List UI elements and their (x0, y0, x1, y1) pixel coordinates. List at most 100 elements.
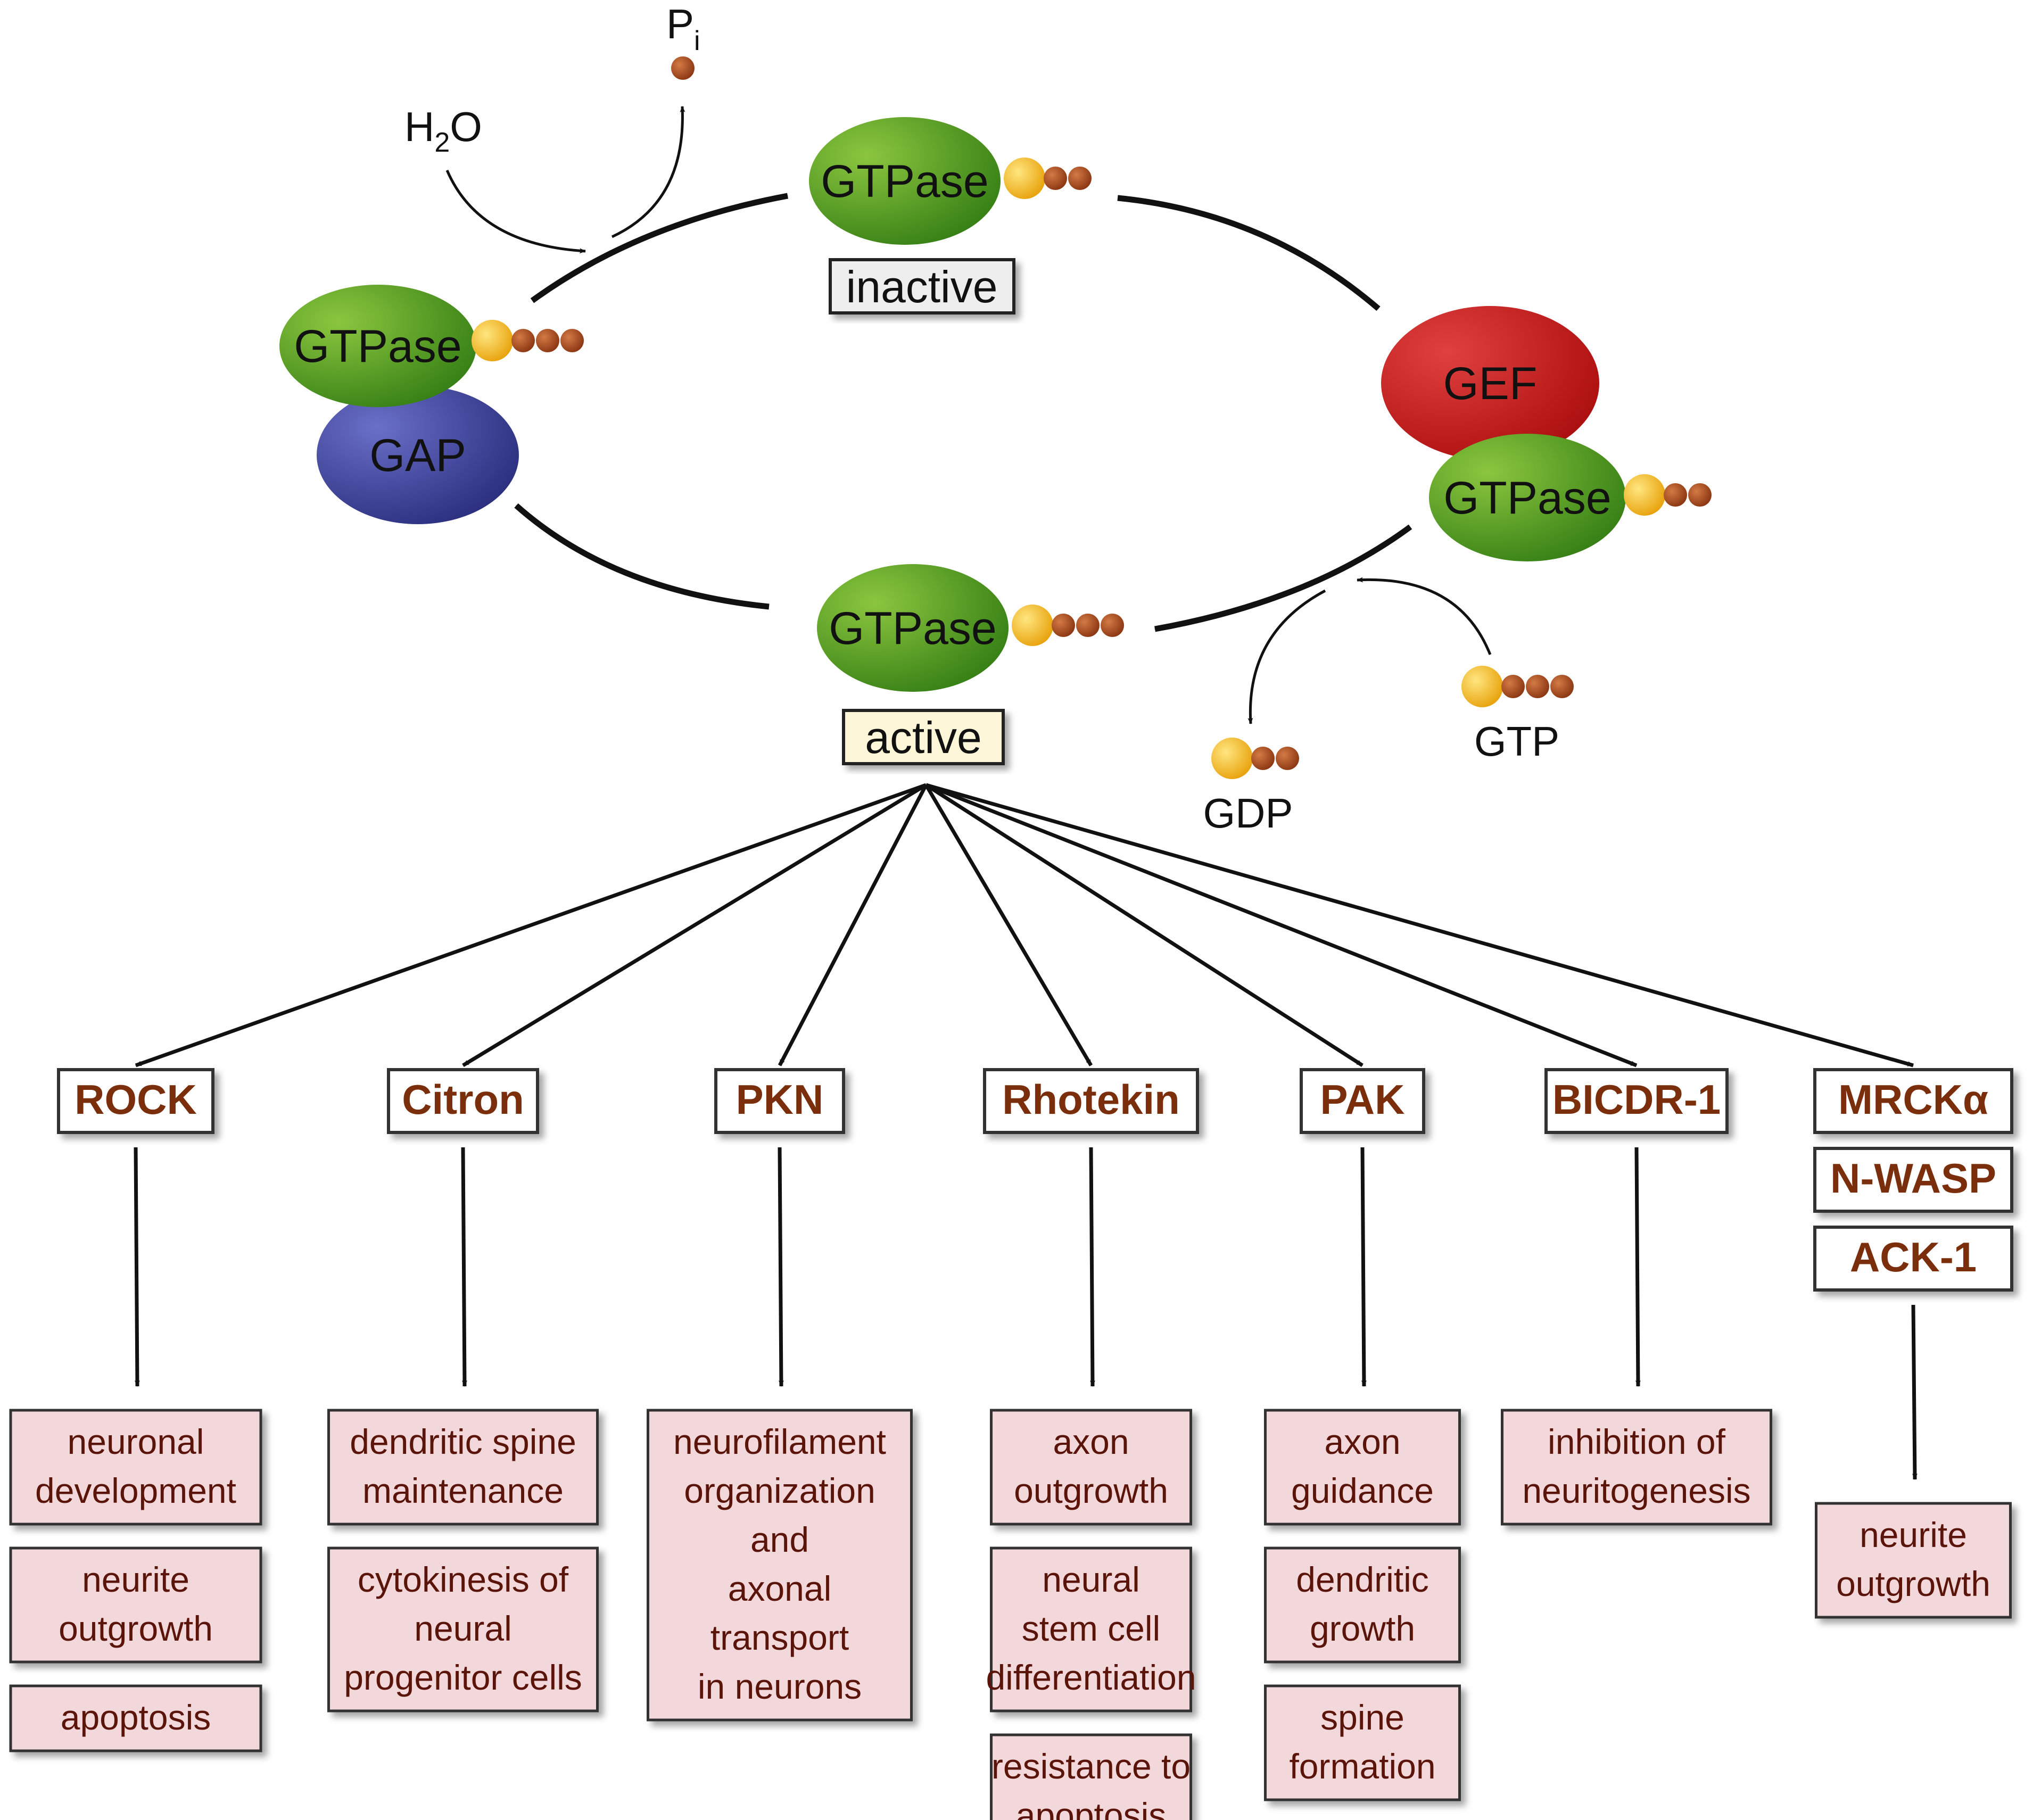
effector-label: ROCK (75, 1076, 197, 1123)
effector-column-5: BICDR-1 inhibition of neuritogenesis (925, 783, 1772, 1526)
outcome-frame (1815, 1502, 2012, 1619)
effector-box-2-0: PKN (714, 1068, 845, 1134)
gap-bound-gtpase-label: GTPase (294, 321, 461, 372)
phosphate-bead (511, 329, 535, 352)
arrow-active-to-gap (514, 503, 770, 610)
arrow-to-outcomes-5 (1634, 1147, 1641, 1387)
outcome-text: apoptosis (1016, 1796, 1167, 1820)
outcome-text: axon (1324, 1422, 1400, 1461)
phosphate-bead (1526, 675, 1549, 698)
gef-protein-label: GEF (1443, 358, 1538, 409)
phosphate-head (1461, 666, 1503, 707)
arrow-gtp-in (1357, 577, 1492, 655)
gap-protein-label: GAP (369, 430, 466, 481)
phosphate-bead (1044, 167, 1067, 190)
gdp-label: GDP (1203, 790, 1293, 837)
arrow-to-outcomes-6 (1911, 1304, 1918, 1480)
outcome-frame (990, 1733, 1192, 1820)
effector-frame (1813, 1226, 2013, 1292)
effector-column-4: PAKaxonguidancedendriticgrowthspineforma… (925, 783, 1461, 1801)
outcome-text: in neurons (698, 1667, 862, 1706)
effector-box-5-0: BICDR-1 (1544, 1068, 1729, 1134)
outcome-text: and (750, 1520, 809, 1559)
active-gtpase-shape (817, 564, 1009, 692)
outcome-frame (9, 1546, 262, 1664)
gap-bound-gtpase: GTPase (279, 285, 476, 407)
effector-box-3-0: Rhotekin (983, 1068, 1199, 1134)
active-box-frame (842, 709, 1005, 765)
effector-frame (1813, 1147, 2013, 1213)
outcome-frame (1264, 1546, 1461, 1664)
outcome-text: progenitor cells (344, 1658, 582, 1697)
gtpase-cycle: GTPaseinactiveGAPGTPaseGEFGTPaseGTPaseac… (279, 1, 1712, 837)
arrow-to-outcomes-4 (1360, 1147, 1367, 1387)
inactive-state-box: inactive (829, 258, 1015, 315)
outcome-text: outgrowth (1014, 1471, 1168, 1510)
outcome-text: apoptosis (61, 1698, 211, 1737)
phosphate-head (1211, 738, 1253, 779)
outcome-frame (1264, 1409, 1461, 1526)
phosphate-bead (1688, 483, 1712, 507)
phosphate-head (1012, 605, 1053, 646)
outcome-text: neural (1042, 1560, 1139, 1599)
phosphate-head (1004, 158, 1045, 199)
phosphate-bead (536, 329, 559, 352)
outcome-text: neurite (82, 1560, 189, 1599)
outcome-text: outgrowth (59, 1609, 213, 1648)
effector-frame (57, 1068, 214, 1134)
active-label: active (865, 713, 981, 763)
gap-bound-gtpase-shape (279, 285, 476, 407)
outcome-text: dendritic (1296, 1560, 1428, 1599)
phosphate-bead (1076, 614, 1100, 637)
outcome-frame (327, 1546, 599, 1713)
effector-tree: ROCKneuronaldevelopmentneuriteoutgrowtha… (9, 783, 2013, 1820)
outcome-frame (990, 1409, 1192, 1526)
gtp-label: GTP (1474, 718, 1559, 765)
pi-label: Pi (666, 1, 700, 56)
outcome-text: stem cell (1022, 1609, 1160, 1648)
outcome-frame (990, 1546, 1192, 1713)
effector-frame (714, 1068, 845, 1134)
gdp-phosphates-inactive (1004, 158, 1092, 199)
gef-bound-gtpase-label: GTPase (1443, 473, 1611, 524)
outcome-text: spine (1320, 1698, 1404, 1737)
phosphate-bead (1068, 167, 1092, 190)
phosphate-bead (1276, 747, 1299, 770)
h2o-label: H2O (404, 103, 482, 158)
outcome-text: inhibition of (1548, 1422, 1726, 1461)
arrow-to-effector-1 (462, 783, 927, 1067)
phosphate-bead (1251, 747, 1275, 770)
inactive-gtpase-label: GTPase (821, 156, 988, 207)
effector-label: Rhotekin (1002, 1076, 1180, 1123)
pi-bead (671, 56, 695, 80)
active-state-box: active (842, 709, 1005, 765)
outcome-text: growth (1310, 1609, 1415, 1648)
gap-protein: GAP (317, 386, 519, 524)
arrow-inactive-to-gef (1117, 195, 1381, 311)
effector-label: BICDR-1 (1552, 1076, 1721, 1123)
arrow-gdp-out (1247, 589, 1326, 724)
outcome-box-2-0: neurofilamentorganizationandaxonaltransp… (647, 1409, 913, 1722)
phosphate-bead (1052, 614, 1075, 637)
outcome-text: neuronal (68, 1422, 204, 1461)
outcome-text: organization (684, 1471, 875, 1510)
outcome-text: transport (710, 1618, 849, 1657)
outcome-frame (1264, 1684, 1461, 1801)
arrow-to-effector-6 (926, 783, 1914, 1068)
outcome-text: axon (1053, 1422, 1129, 1461)
outcome-text: development (35, 1471, 236, 1510)
outcome-frame (9, 1684, 262, 1752)
gef-bound-gtpase: GTPase (1429, 434, 1626, 561)
gtp-phosphates-active (1012, 605, 1124, 646)
outcome-text: neuritogenesis (1522, 1471, 1750, 1510)
outcome-text: formation (1289, 1747, 1435, 1786)
effector-label: PAK (1320, 1076, 1405, 1123)
arrow-to-outcomes-2 (778, 1147, 784, 1387)
outcome-frame (9, 1409, 262, 1526)
free-gtp-phosphates (1461, 666, 1574, 707)
